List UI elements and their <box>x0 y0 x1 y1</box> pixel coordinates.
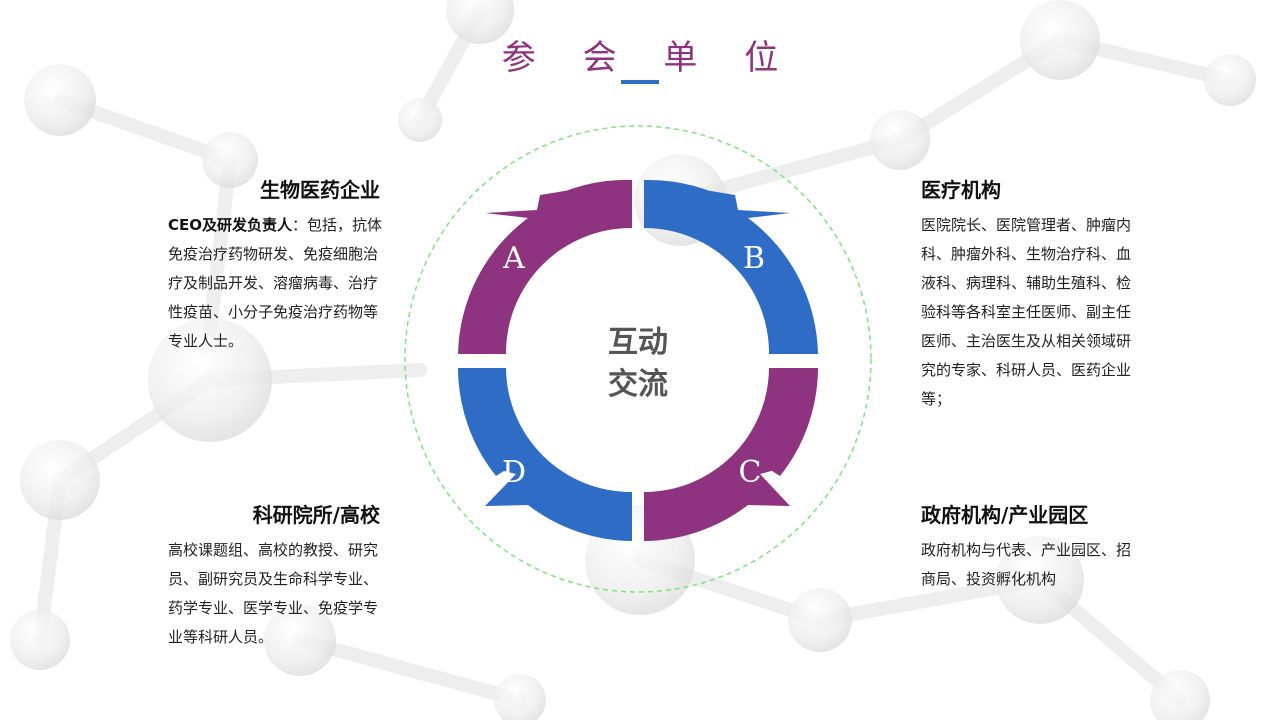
segment-c-ring <box>742 368 818 476</box>
medical-block: 医疗机构 医院院长、医院管理者、肿瘤内科、肿瘤外科、生物治疗科、血液科、病理科、… <box>921 174 1145 414</box>
biopharma-text: CEO及研发负责人：包括，抗体免疫治疗药物研发、免疫细胞治疗及制品开发、溶瘤病毒… <box>168 211 392 356</box>
segment-a-letter: A <box>502 241 525 276</box>
biopharma-body: ：包括，抗体免疫治疗药物研发、免疫细胞治疗及制品开发、溶瘤病毒、治疗性疫苗、小分… <box>168 216 383 350</box>
segment-b-letter: B <box>743 241 765 276</box>
segment-b: B <box>644 179 818 354</box>
government-body: 政府机构与代表、产业园区、招商局、投资孵化机构 <box>921 541 1132 588</box>
page-title: 参 会 单 位 <box>501 38 797 78</box>
biopharma-heading: 生物医药企业 <box>260 178 380 202</box>
segment-a-ring <box>540 179 632 242</box>
medical-body: 医院院长、医院管理者、肿瘤内科、肿瘤外科、生物治疗科、血液科、病理科、辅助生殖科… <box>921 216 1132 408</box>
research-block: 科研院所/高校 高校课题组、高校的教授、研究员、副研究员及生命科学专业、药学专业… <box>168 499 392 652</box>
segment-d: D <box>458 368 632 541</box>
segment-c-letter: C <box>739 455 762 490</box>
medical-heading: 医疗机构 <box>921 178 1001 202</box>
center-text-line2: 交流 <box>608 367 668 402</box>
segment-c: C <box>644 368 818 541</box>
segment-d-letter: D <box>502 455 526 490</box>
dashed-outer-circle <box>404 125 872 593</box>
segment-a: A <box>458 179 632 354</box>
research-body: 高校课题组、高校的教授、研究员、副研究员及生命科学专业、药学专业、医学专业、免疫… <box>168 541 379 646</box>
research-heading: 科研院所/高校 <box>252 503 380 527</box>
government-block: 政府机构/产业园区 政府机构与代表、产业园区、招商局、投资孵化机构 <box>921 499 1145 594</box>
segment-b-ring <box>644 179 735 242</box>
biopharma-lead: CEO及研发负责人 <box>168 216 293 234</box>
segment-d-ring <box>458 368 534 476</box>
government-heading: 政府机构/产业园区 <box>921 503 1089 527</box>
biopharma-block: 生物医药企业 CEO及研发负责人：包括，抗体免疫治疗药物研发、免疫细胞治疗及制品… <box>168 174 392 356</box>
center-text-line1: 互动 <box>608 325 668 360</box>
title-underline <box>621 80 659 84</box>
